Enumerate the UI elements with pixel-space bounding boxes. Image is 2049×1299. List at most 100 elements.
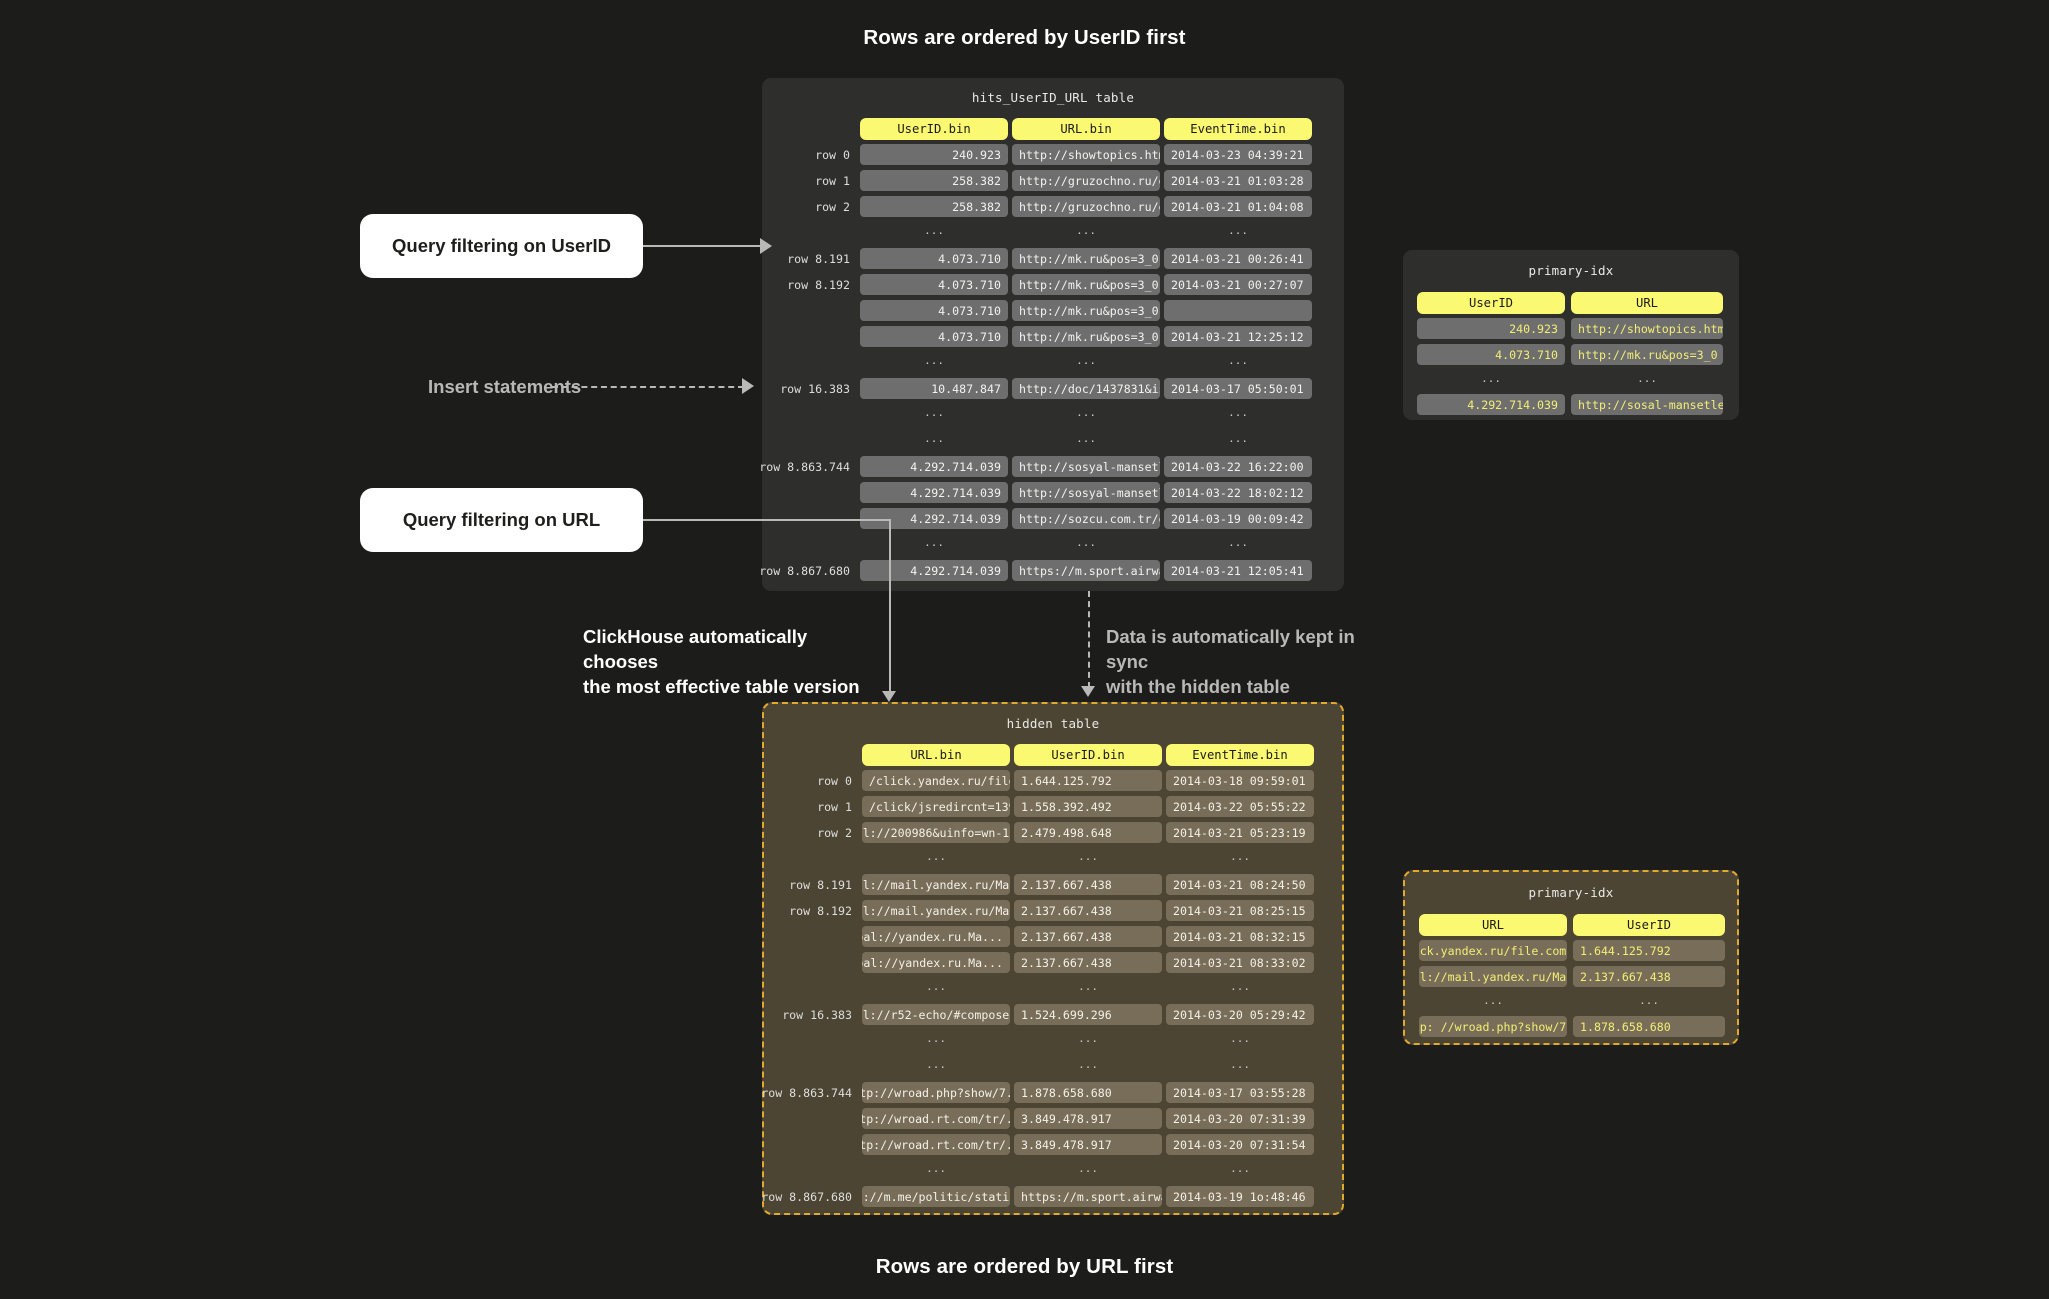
table-cell: goal://yandex.ru.Ma... <box>862 952 1010 973</box>
table-cell: 3.849.478.917 <box>1014 1134 1162 1155</box>
table-cell: https://m.sport.airway/? <box>1012 560 1160 581</box>
index-cell: goal://mail.yandex.ru/Ma... <box>1419 966 1567 987</box>
row-ellipsis-col3: ... <box>1230 1032 1250 1046</box>
insert-statements-dashed-line <box>552 386 744 388</box>
connector-url-vertical <box>889 519 891 699</box>
table-cell: 2014-03-21 08:33:02 <box>1166 952 1314 973</box>
table-cell: 258.382 <box>860 196 1008 217</box>
table-cell: 258.382 <box>860 170 1008 191</box>
table-cell: 4.292.714.039 <box>860 508 1008 529</box>
hidden-index-title: primary-idx <box>1528 885 1614 900</box>
table-cell: 2.137.667.438 <box>1014 874 1162 895</box>
table-cell: 2.479.498.648 <box>1014 822 1162 843</box>
row-ellipsis-col1: ... <box>924 354 944 368</box>
table-cell: 2014-03-22 18:02:12 <box>1164 482 1312 503</box>
table-cell: http://wroad.php?show/7... <box>862 1082 1010 1103</box>
row-ellipsis-col2: ... <box>1076 536 1096 550</box>
table-cell: 2014-03-20 05:29:42 <box>1166 1004 1314 1025</box>
table-cell: http://mk.ru&pos=3_0 <box>1012 274 1160 295</box>
row-ellipsis-col1: ... <box>924 432 944 446</box>
annotation-kept-in-sync: Data is automatically kept in sync with … <box>1106 626 1355 697</box>
row-ellipsis-col3: ... <box>1230 1058 1250 1072</box>
row-ellipsis-col3: ... <box>1230 850 1250 864</box>
row-label: row 0 <box>815 147 850 162</box>
row-ellipsis-col1: ... <box>924 406 944 420</box>
table-cell: http://gruzochno.ru/ekat... <box>1012 196 1160 217</box>
column-header-3: EventTime.bin <box>1166 744 1314 766</box>
row-ellipsis-col3: ... <box>1230 980 1250 994</box>
table-cell: 4.073.710 <box>860 326 1008 347</box>
table-cell: http://mk.ru&pos=3_0 <box>1012 248 1160 269</box>
row-label: row 2 <box>817 825 852 840</box>
table-cell: http://sosyal-mansetleri... <box>1012 482 1160 503</box>
table-cell: goal://mail.yandex.ru/Ma... <box>862 900 1010 921</box>
table-cell: http://wroad.rt.com/tr/... <box>862 1108 1010 1129</box>
callout-query-filtering-userid[interactable]: Query filtering on UserID <box>360 214 643 278</box>
index-cell: 4.292.714.039 <box>1417 394 1565 415</box>
hidden-table-title: hidden table <box>1006 716 1100 731</box>
table-cell: 10.487.847 <box>860 378 1008 399</box>
row-label: row 16.383 <box>780 381 850 396</box>
top-banner-title: Rows are ordered by UserID first <box>863 26 1186 49</box>
table-cell: 2014-03-17 05:50:01 <box>1164 378 1312 399</box>
row-ellipsis-col3: ... <box>1230 1162 1250 1176</box>
table-cell: 2.137.667.438 <box>1014 926 1162 947</box>
table-cell: 2.137.667.438 <box>1014 900 1162 921</box>
column-header-3: EventTime.bin <box>1164 118 1312 140</box>
row-label: row 1 <box>815 173 850 188</box>
row-ellipsis-col1: ... <box>926 1162 946 1176</box>
table-cell: http://sosyal-mansetleri... <box>1012 456 1160 477</box>
table-cell: 2014-03-23 04:39:21 <box>1164 144 1312 165</box>
row-ellipsis-col1: ... <box>926 850 946 864</box>
callout-query-filtering-url[interactable]: Query filtering on URL <box>360 488 643 552</box>
table-cell: res://m.me/politic/stati... <box>862 1186 1010 1207</box>
main-table-title: hits_UserID_URL table <box>971 90 1135 105</box>
row-ellipsis-col1: ... <box>924 536 944 550</box>
table-cell: 2014-03-21 00:27:07 <box>1164 274 1312 295</box>
column-header-2: URL.bin <box>1012 118 1160 140</box>
row-ellipsis-col2: ... <box>1078 980 1098 994</box>
row-ellipsis-col3: ... <box>1228 406 1248 420</box>
insert-statements-arrowhead <box>742 378 754 394</box>
table-cell: 4.073.710 <box>860 300 1008 321</box>
index-column-header-1: UserID <box>1417 292 1565 314</box>
table-cell: http://mk.ru&pos=3_0 <box>1012 300 1160 321</box>
column-header-1: UserID.bin <box>860 118 1008 140</box>
connector-url-arrowhead <box>882 691 896 702</box>
row-ellipsis-col3: ... <box>1228 536 1248 550</box>
table-cell: 2.137.667.438 <box>1014 952 1162 973</box>
table-cell: 1.644.125.792 <box>1014 770 1162 791</box>
index-cell: http://showtopics.html%3... <box>1571 318 1723 339</box>
table-cell: 2014-03-20 07:31:54 <box>1166 1134 1314 1155</box>
connector-url-horizontal <box>643 519 891 521</box>
table-cell: goal://r52-echo/#compose... <box>862 1004 1010 1025</box>
row-label: row 8.191 <box>787 251 850 266</box>
index-column-header-1: URL <box>1419 914 1567 936</box>
index-row-ellipsis-col2: ... <box>1637 372 1657 386</box>
row-ellipsis-col1: ... <box>924 224 944 238</box>
row-label: row 8.863.744 <box>761 1085 852 1100</box>
table-cell: 4.292.714.039 <box>860 560 1008 581</box>
table-cell: 2014-03-21 08:32:15 <box>1166 926 1314 947</box>
table-cell: 2014-03-18 09:59:01 <box>1166 770 1314 791</box>
index-row-ellipsis-col1: ... <box>1481 372 1501 386</box>
connector-sync-arrowhead <box>1081 686 1095 697</box>
table-cell: https://m.sport.airway/? <box>1014 1186 1162 1207</box>
table-cell: 2014-03-22 16:22:00 <box>1164 456 1312 477</box>
row-ellipsis-col1: ... <box>926 1058 946 1072</box>
row-ellipsis-col2: ... <box>1078 850 1098 864</box>
table-cell: 2014-03-20 07:31:39 <box>1166 1108 1314 1129</box>
table-cell: /click/jsredircnt=1395412... <box>862 796 1010 817</box>
row-ellipsis-col2: ... <box>1076 406 1096 420</box>
table-cell: 2014-03-21 01:04:08 <box>1164 196 1312 217</box>
index-row-ellipsis-col1: ... <box>1483 994 1503 1008</box>
table-cell: 4.073.710 <box>860 248 1008 269</box>
table-cell: http://wroad.rt.com/tr/... <box>862 1134 1010 1155</box>
hidden-primary-index-panel: primary-idx URLUserID/clck.yandex.ru/fil… <box>1403 870 1739 1045</box>
row-ellipsis-col1: ... <box>926 1032 946 1046</box>
table-cell: 4.292.714.039 <box>860 456 1008 477</box>
